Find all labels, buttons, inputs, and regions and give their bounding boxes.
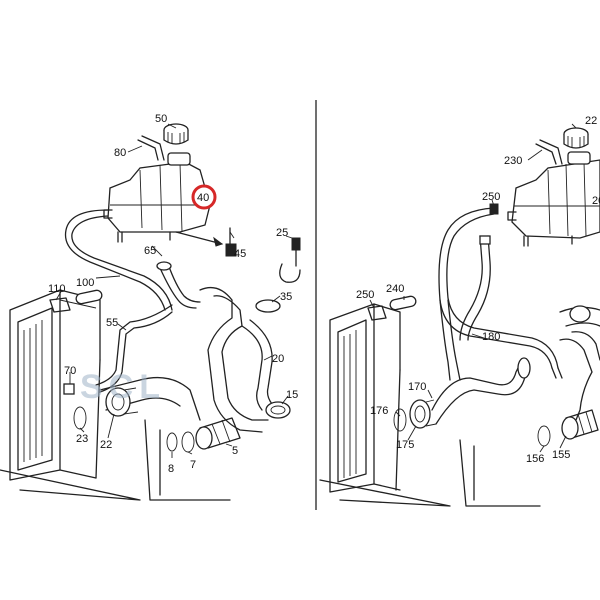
callout-8: 8 bbox=[168, 463, 174, 475]
bracket-110 bbox=[49, 297, 71, 313]
clip-250 bbox=[489, 203, 499, 215]
bolt-70 bbox=[63, 383, 75, 395]
callout-22: 22 bbox=[100, 439, 112, 451]
radiator bbox=[0, 289, 231, 501]
filler-cap-right bbox=[563, 127, 589, 149]
clamp-15 bbox=[265, 401, 291, 419]
vent-hose bbox=[137, 135, 165, 161]
callout-155: 155 bbox=[552, 449, 570, 461]
bracket-250 bbox=[367, 305, 387, 321]
leader-lines bbox=[55, 123, 293, 458]
callout-180: 180 bbox=[482, 331, 500, 343]
hose-right-main bbox=[559, 331, 600, 421]
callout-176: 176 bbox=[370, 405, 388, 417]
coupling-155 bbox=[561, 409, 599, 440]
o-ring-23 bbox=[73, 406, 87, 430]
o-ring-7 bbox=[181, 431, 195, 453]
callout-15: 15 bbox=[286, 389, 298, 401]
callout-170: 170 bbox=[408, 381, 426, 393]
callout-23: 23 bbox=[76, 433, 88, 445]
callout-80: 80 bbox=[114, 147, 126, 159]
highlight-circle-40 bbox=[191, 184, 217, 210]
filler-cap bbox=[163, 123, 189, 145]
hose-170 bbox=[431, 363, 529, 425]
hose-250 bbox=[459, 235, 491, 341]
callout-25: 25 bbox=[276, 227, 288, 239]
callout-110: 110 bbox=[48, 283, 66, 295]
hose-100 bbox=[64, 209, 173, 311]
tube-110 bbox=[75, 289, 103, 305]
callout-250-top: 250 bbox=[482, 191, 500, 203]
callout-40: 40 bbox=[197, 192, 209, 204]
callout-20: 20 bbox=[272, 353, 284, 365]
clamp-35 bbox=[255, 299, 281, 313]
callout-100: 100 bbox=[76, 277, 94, 289]
callout-250-left: 250 bbox=[356, 289, 374, 301]
callout-20-right: 20 bbox=[592, 195, 600, 207]
callout-50: 50 bbox=[155, 113, 167, 125]
hose-clamp-25 bbox=[279, 237, 301, 283]
left-panel: 50 80 40 100 65 45 25 110 35 55 20 70 15… bbox=[0, 113, 301, 501]
callout-35: 35 bbox=[280, 291, 292, 303]
o-ring-176 bbox=[393, 408, 407, 432]
o-ring-8 bbox=[166, 432, 178, 452]
o-ring-156 bbox=[537, 425, 551, 447]
temp-sensor bbox=[175, 227, 237, 257]
callout-175: 175 bbox=[396, 439, 414, 451]
callout-55: 55 bbox=[106, 317, 118, 329]
hose-65 bbox=[159, 263, 201, 309]
callout-240: 240 bbox=[386, 283, 404, 295]
tube-240 bbox=[389, 295, 417, 311]
coolant-reservoir bbox=[103, 152, 211, 243]
callout-156: 156 bbox=[526, 453, 544, 465]
coupling-22 bbox=[99, 376, 201, 421]
main-hose-20 bbox=[199, 286, 269, 433]
callout-65: 65 bbox=[144, 245, 156, 257]
callout-70: 70 bbox=[64, 365, 76, 377]
vent-hose-right bbox=[535, 139, 563, 165]
watermark-logo: SCL bbox=[80, 368, 166, 406]
callout-5: 5 bbox=[232, 445, 238, 457]
callout-230: 230 bbox=[504, 155, 522, 167]
right-panel: 22 230 250 250 240 180 170 176 175 156 1… bbox=[319, 115, 600, 507]
coolant-reservoir-right bbox=[507, 151, 600, 247]
callout-45: 45 bbox=[234, 248, 246, 260]
coupling-175 bbox=[409, 399, 437, 429]
coupling-5 bbox=[195, 417, 241, 450]
callout-22-right: 22 bbox=[585, 115, 597, 127]
callout-7: 7 bbox=[190, 459, 196, 471]
leader-lines-right bbox=[369, 123, 577, 453]
